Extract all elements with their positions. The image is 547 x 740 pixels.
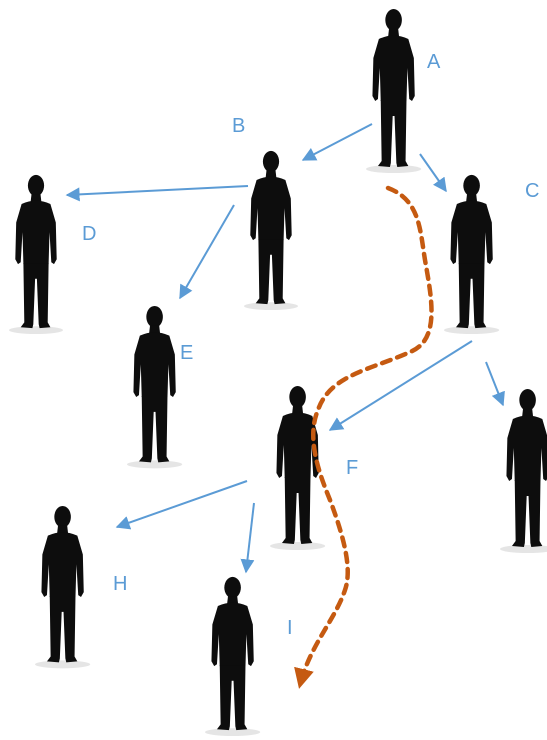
node-label-e: E: [180, 342, 193, 364]
edge-c-f: [328, 340, 473, 431]
node-label-c: C: [525, 180, 539, 202]
person-d-icon: [9, 174, 64, 334]
node-label-f: F: [346, 457, 358, 479]
edge-b-d: [65, 185, 249, 202]
edge-b-e: [179, 204, 235, 300]
edge-a-c: [419, 153, 447, 193]
node-label-d: D: [82, 223, 96, 245]
highlighted-path: [294, 185, 434, 689]
person-g-icon: [500, 389, 547, 553]
node-label-i: I: [287, 617, 293, 639]
node-label-a: A: [427, 51, 441, 73]
node-label-b: B: [232, 115, 245, 137]
node-label-h: H: [113, 573, 127, 595]
person-e-icon: [127, 305, 183, 469]
edge-c-g: [485, 361, 505, 407]
person-c-icon: [444, 174, 500, 334]
edge-f-i: [240, 502, 255, 574]
person-a-icon: [366, 9, 422, 173]
edge-a-b: [301, 123, 373, 161]
edge-f-h: [115, 480, 248, 530]
person-h-icon: [35, 505, 91, 669]
person-b-icon: [244, 150, 298, 310]
person-i-icon: [205, 576, 261, 736]
